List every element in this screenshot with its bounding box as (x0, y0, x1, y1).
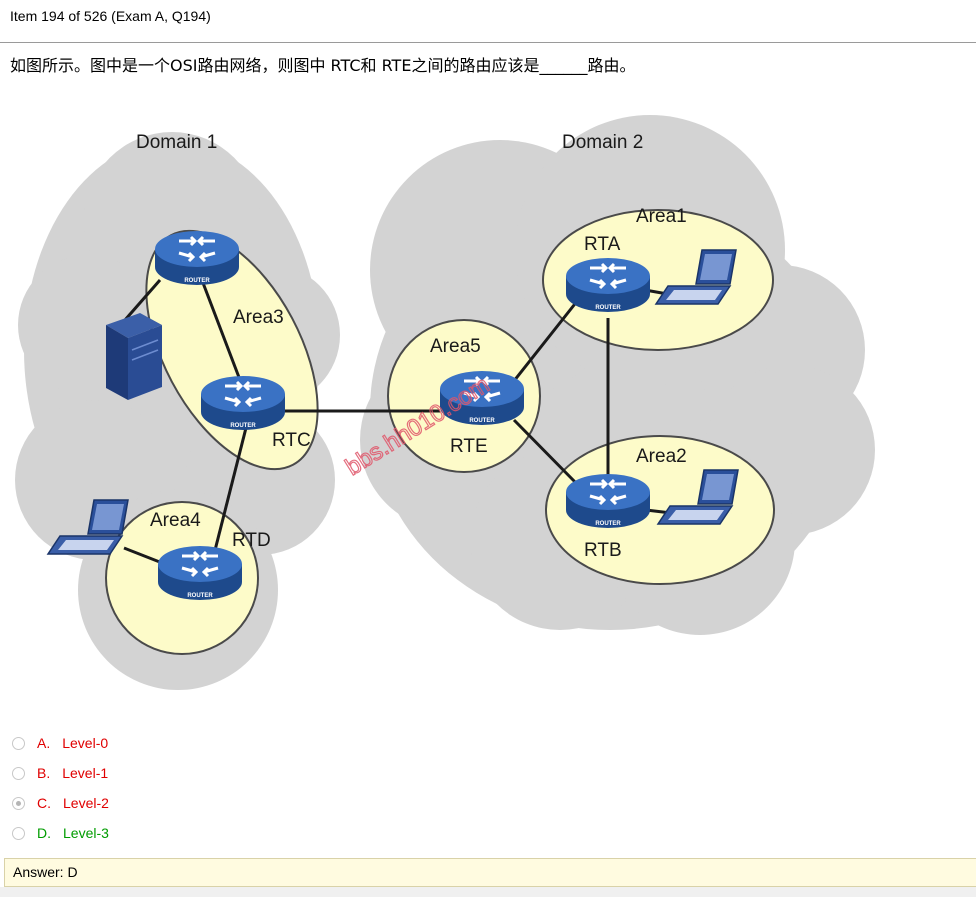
area1-ellipse (542, 209, 774, 351)
links (123, 274, 691, 571)
option-a[interactable]: A. Level-0 (12, 728, 109, 758)
domain-1-label: Domain 1 (136, 132, 217, 153)
radio-button[interactable] (12, 736, 25, 750)
router-icon: ROUTER (564, 256, 652, 314)
area3-label: Area3 (233, 307, 284, 328)
router-icon: ROUTER (153, 229, 241, 287)
rta-label: RTA (584, 234, 621, 255)
router-icon: ROUTER (199, 374, 287, 432)
router-icon: ROUTER (564, 472, 652, 530)
answer-bar: Answer: D (4, 858, 976, 887)
router-icon: ROUTER (438, 369, 526, 427)
area2-label: Area2 (636, 446, 687, 467)
question-text: 如图所示。图中是一个OSI路由网络，则图中 RTC和 RTE之间的路由应该是__… (10, 56, 636, 75)
svg-text:ROUTER: ROUTER (184, 278, 210, 284)
option-c[interactable]: C. Level-2 (12, 788, 109, 818)
rtc-label: RTC (272, 430, 311, 451)
network-diagram: ROUTER ROUTER ROUTER ROUTER ROUTER ROUTE… (15, 115, 875, 690)
option-label: Level-3 (63, 825, 109, 841)
option-letter: D. (37, 825, 51, 841)
option-letter: C. (37, 795, 51, 811)
area4-label: Area4 (150, 510, 201, 531)
option-label: Level-1 (62, 765, 109, 781)
header-divider (0, 42, 976, 43)
svg-text:ROUTER: ROUTER (187, 593, 213, 599)
svg-text:ROUTER: ROUTER (469, 418, 495, 424)
rte-label: RTE (450, 436, 488, 457)
radio-button[interactable] (12, 826, 25, 840)
option-letter: A. (37, 735, 51, 751)
option-b[interactable]: B. Level-1 (12, 758, 109, 788)
radio-button[interactable] (12, 766, 25, 780)
option-letter: B. (37, 765, 51, 781)
svg-text:ROUTER: ROUTER (230, 423, 256, 429)
server-icon (106, 313, 162, 400)
option-label: Level-0 (62, 735, 109, 751)
option-label: Level-2 (63, 795, 109, 811)
item-counter: Item 194 of 526 (Exam A, Q194) (10, 8, 211, 24)
area1-label: Area1 (636, 206, 687, 227)
svg-text:ROUTER: ROUTER (595, 521, 621, 527)
radio-button[interactable] (12, 796, 25, 810)
option-d[interactable]: D. Level-3 (12, 818, 109, 848)
bottom-strip (0, 887, 976, 897)
svg-text:ROUTER: ROUTER (595, 305, 621, 311)
rtb-label: RTB (584, 540, 622, 561)
area5-label: Area5 (430, 336, 481, 357)
answer-options: A. Level-0 B. Level-1 C. Level-2 D. Leve… (12, 728, 109, 848)
domain-2-label: Domain 2 (562, 132, 643, 153)
router-icon: ROUTER (156, 544, 244, 602)
rtd-label: RTD (232, 530, 271, 551)
